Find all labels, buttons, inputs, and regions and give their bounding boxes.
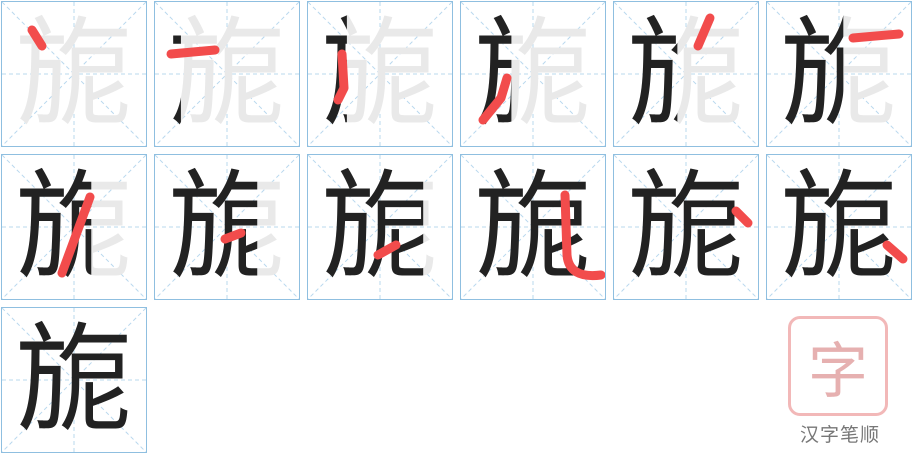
current-stroke-highlight [27,25,47,51]
guide-lines [614,2,758,146]
current-stroke-highlight [882,240,908,264]
stamp-border [788,316,888,416]
stroke-step-cell: 旎旎 [154,154,300,300]
guide-lines [767,2,911,146]
completed-strokes: 旎 [14,311,133,449]
stroke-step-cell: 旎旎 [460,1,606,147]
ghost-character: 旎 [167,158,286,296]
site-logo-stamp: 字 [788,316,888,416]
guide-lines [2,308,146,452]
site-label: 汉字笔顺 [799,424,880,446]
current-stroke-highlight [478,73,512,125]
stroke-step-cell: 旎旎 [613,1,759,147]
guide-lines [614,155,758,299]
ghost-character: 旎 [626,5,745,143]
current-stroke [373,240,401,260]
ghost-character: 旎 [779,158,898,296]
guide-lines [155,2,299,146]
stroke-step-cell: 旎旎 [307,154,453,300]
stroke-order-seal-icon: 字 [808,336,868,407]
current-stroke-highlight [57,192,95,278]
guide-lines [155,155,299,299]
stroke-step-cell: 旎旎 [766,154,912,300]
stroke-step-cell: 旎旎 [460,154,606,300]
ghost-character: 旎 [320,158,439,296]
completed-strokes: 旎 [779,158,898,296]
stroke-step-cell: 旎旎 [154,1,300,147]
current-stroke-highlight [848,29,904,43]
completed-strokes: 旎 [320,158,439,296]
stroke-step-cell: 旎旎 [307,1,453,147]
current-stroke [731,206,753,228]
stroke-step-cell: 旎旎 [613,154,759,300]
current-stroke [478,73,512,125]
current-stroke [57,192,95,278]
current-stroke-highlight [560,190,605,281]
stroke-step-cell: 旎 [1,1,147,147]
guide-lines [308,155,452,299]
current-stroke [27,25,47,51]
ghost-character: 旎 [167,5,286,143]
stroke-step-cell: 旎旎 [1,307,147,453]
guide-lines [2,155,146,299]
completed-strokes: 旎 [155,2,181,146]
guide-lines [308,2,452,146]
current-stroke [166,45,220,59]
current-stroke [693,13,715,51]
current-stroke-highlight [731,206,753,228]
current-stroke [560,190,605,281]
current-stroke-highlight [373,240,401,260]
current-stroke-highlight [166,45,220,59]
current-stroke [220,228,246,244]
stroke-step-cell: 旎旎 [1,154,147,300]
current-stroke-highlight [693,13,715,51]
completed-strokes: 旎 [779,5,898,143]
ghost-character: 旎 [626,158,745,296]
current-stroke [882,240,908,264]
stroke-step-cell: 旎旎 [766,1,912,147]
completed-strokes: 旎 [626,158,745,296]
current-stroke [333,49,349,105]
current-stroke-highlight [220,228,246,244]
completed-strokes: 旎 [614,2,677,146]
current-stroke [848,29,904,43]
guide-lines [2,2,146,146]
ghost-character: 旎 [14,311,133,449]
guide-lines [767,155,911,299]
current-stroke-highlight [333,49,349,105]
ghost-character: 旎 [14,158,133,296]
completed-strokes: 旎 [167,158,286,296]
